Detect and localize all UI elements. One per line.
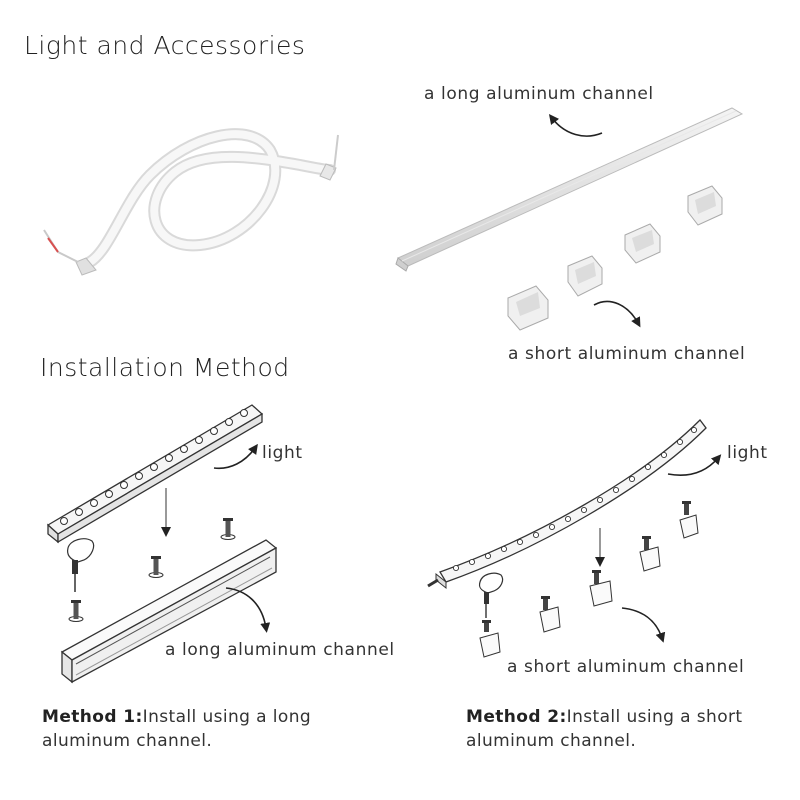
light-label-method2: light bbox=[727, 443, 768, 463]
screw-icon bbox=[68, 600, 84, 622]
led-neon-strip-icon bbox=[43, 128, 339, 276]
screw-icon bbox=[541, 596, 550, 610]
short-channel-label-method2: a short aluminum channel bbox=[507, 657, 745, 677]
screw-icon bbox=[220, 518, 236, 540]
short-aluminum-channel-clip-icon bbox=[539, 606, 561, 633]
short-aluminum-channel-clip-icon bbox=[624, 223, 661, 264]
installation-heading: Installation Method bbox=[40, 353, 290, 382]
long-channel-label-top: a long aluminum channel bbox=[424, 84, 654, 104]
method-2-text: Install using a short aluminum channel. bbox=[466, 707, 743, 751]
led-light-bar-icon bbox=[46, 404, 264, 544]
method-2-name: Method 2: bbox=[466, 707, 567, 727]
short-aluminum-channel-clip-icon bbox=[479, 632, 501, 658]
curved-arrow-icon bbox=[548, 114, 603, 137]
screwdriver-hand-icon bbox=[67, 538, 95, 592]
short-aluminum-channel-clip-icon bbox=[639, 546, 661, 572]
screw-icon bbox=[682, 501, 691, 515]
screw-icon bbox=[642, 536, 651, 550]
short-aluminum-channel-clip-icon bbox=[687, 185, 723, 226]
short-channel-label-top: a short aluminum channel bbox=[508, 344, 746, 364]
short-aluminum-channel-clip-icon bbox=[507, 285, 549, 331]
screw-icon bbox=[592, 570, 601, 584]
short-aluminum-channel-clip-icon bbox=[567, 255, 603, 297]
curved-arrow-icon bbox=[667, 454, 722, 476]
screw-icon bbox=[482, 620, 491, 632]
long-aluminum-channel-icon bbox=[395, 107, 744, 272]
curved-arrow-icon bbox=[621, 607, 666, 643]
short-aluminum-channel-clip-icon bbox=[589, 580, 613, 607]
method-2-caption: Method 2:Install using a short aluminum … bbox=[466, 705, 786, 753]
led-light-bar-icon bbox=[427, 419, 707, 590]
accessories-heading: Light and Accessories bbox=[24, 31, 306, 60]
method-1-name: Method 1: bbox=[42, 707, 143, 727]
method-1-text: Install using a long aluminum channel. bbox=[42, 707, 312, 751]
method-1-caption: Method 1:Install using a long aluminum c… bbox=[42, 705, 362, 753]
long-channel-label-method1: a long aluminum channel bbox=[165, 640, 395, 660]
curved-arrow-icon bbox=[593, 300, 641, 328]
curved-arrow-icon bbox=[213, 443, 258, 470]
light-label-method1: light bbox=[262, 443, 303, 463]
long-aluminum-channel-icon bbox=[60, 539, 278, 684]
screw-icon bbox=[148, 556, 164, 578]
short-aluminum-channel-clip-icon bbox=[679, 514, 699, 539]
curved-arrow-icon bbox=[225, 587, 271, 633]
screwdriver-hand-icon bbox=[478, 572, 504, 618]
